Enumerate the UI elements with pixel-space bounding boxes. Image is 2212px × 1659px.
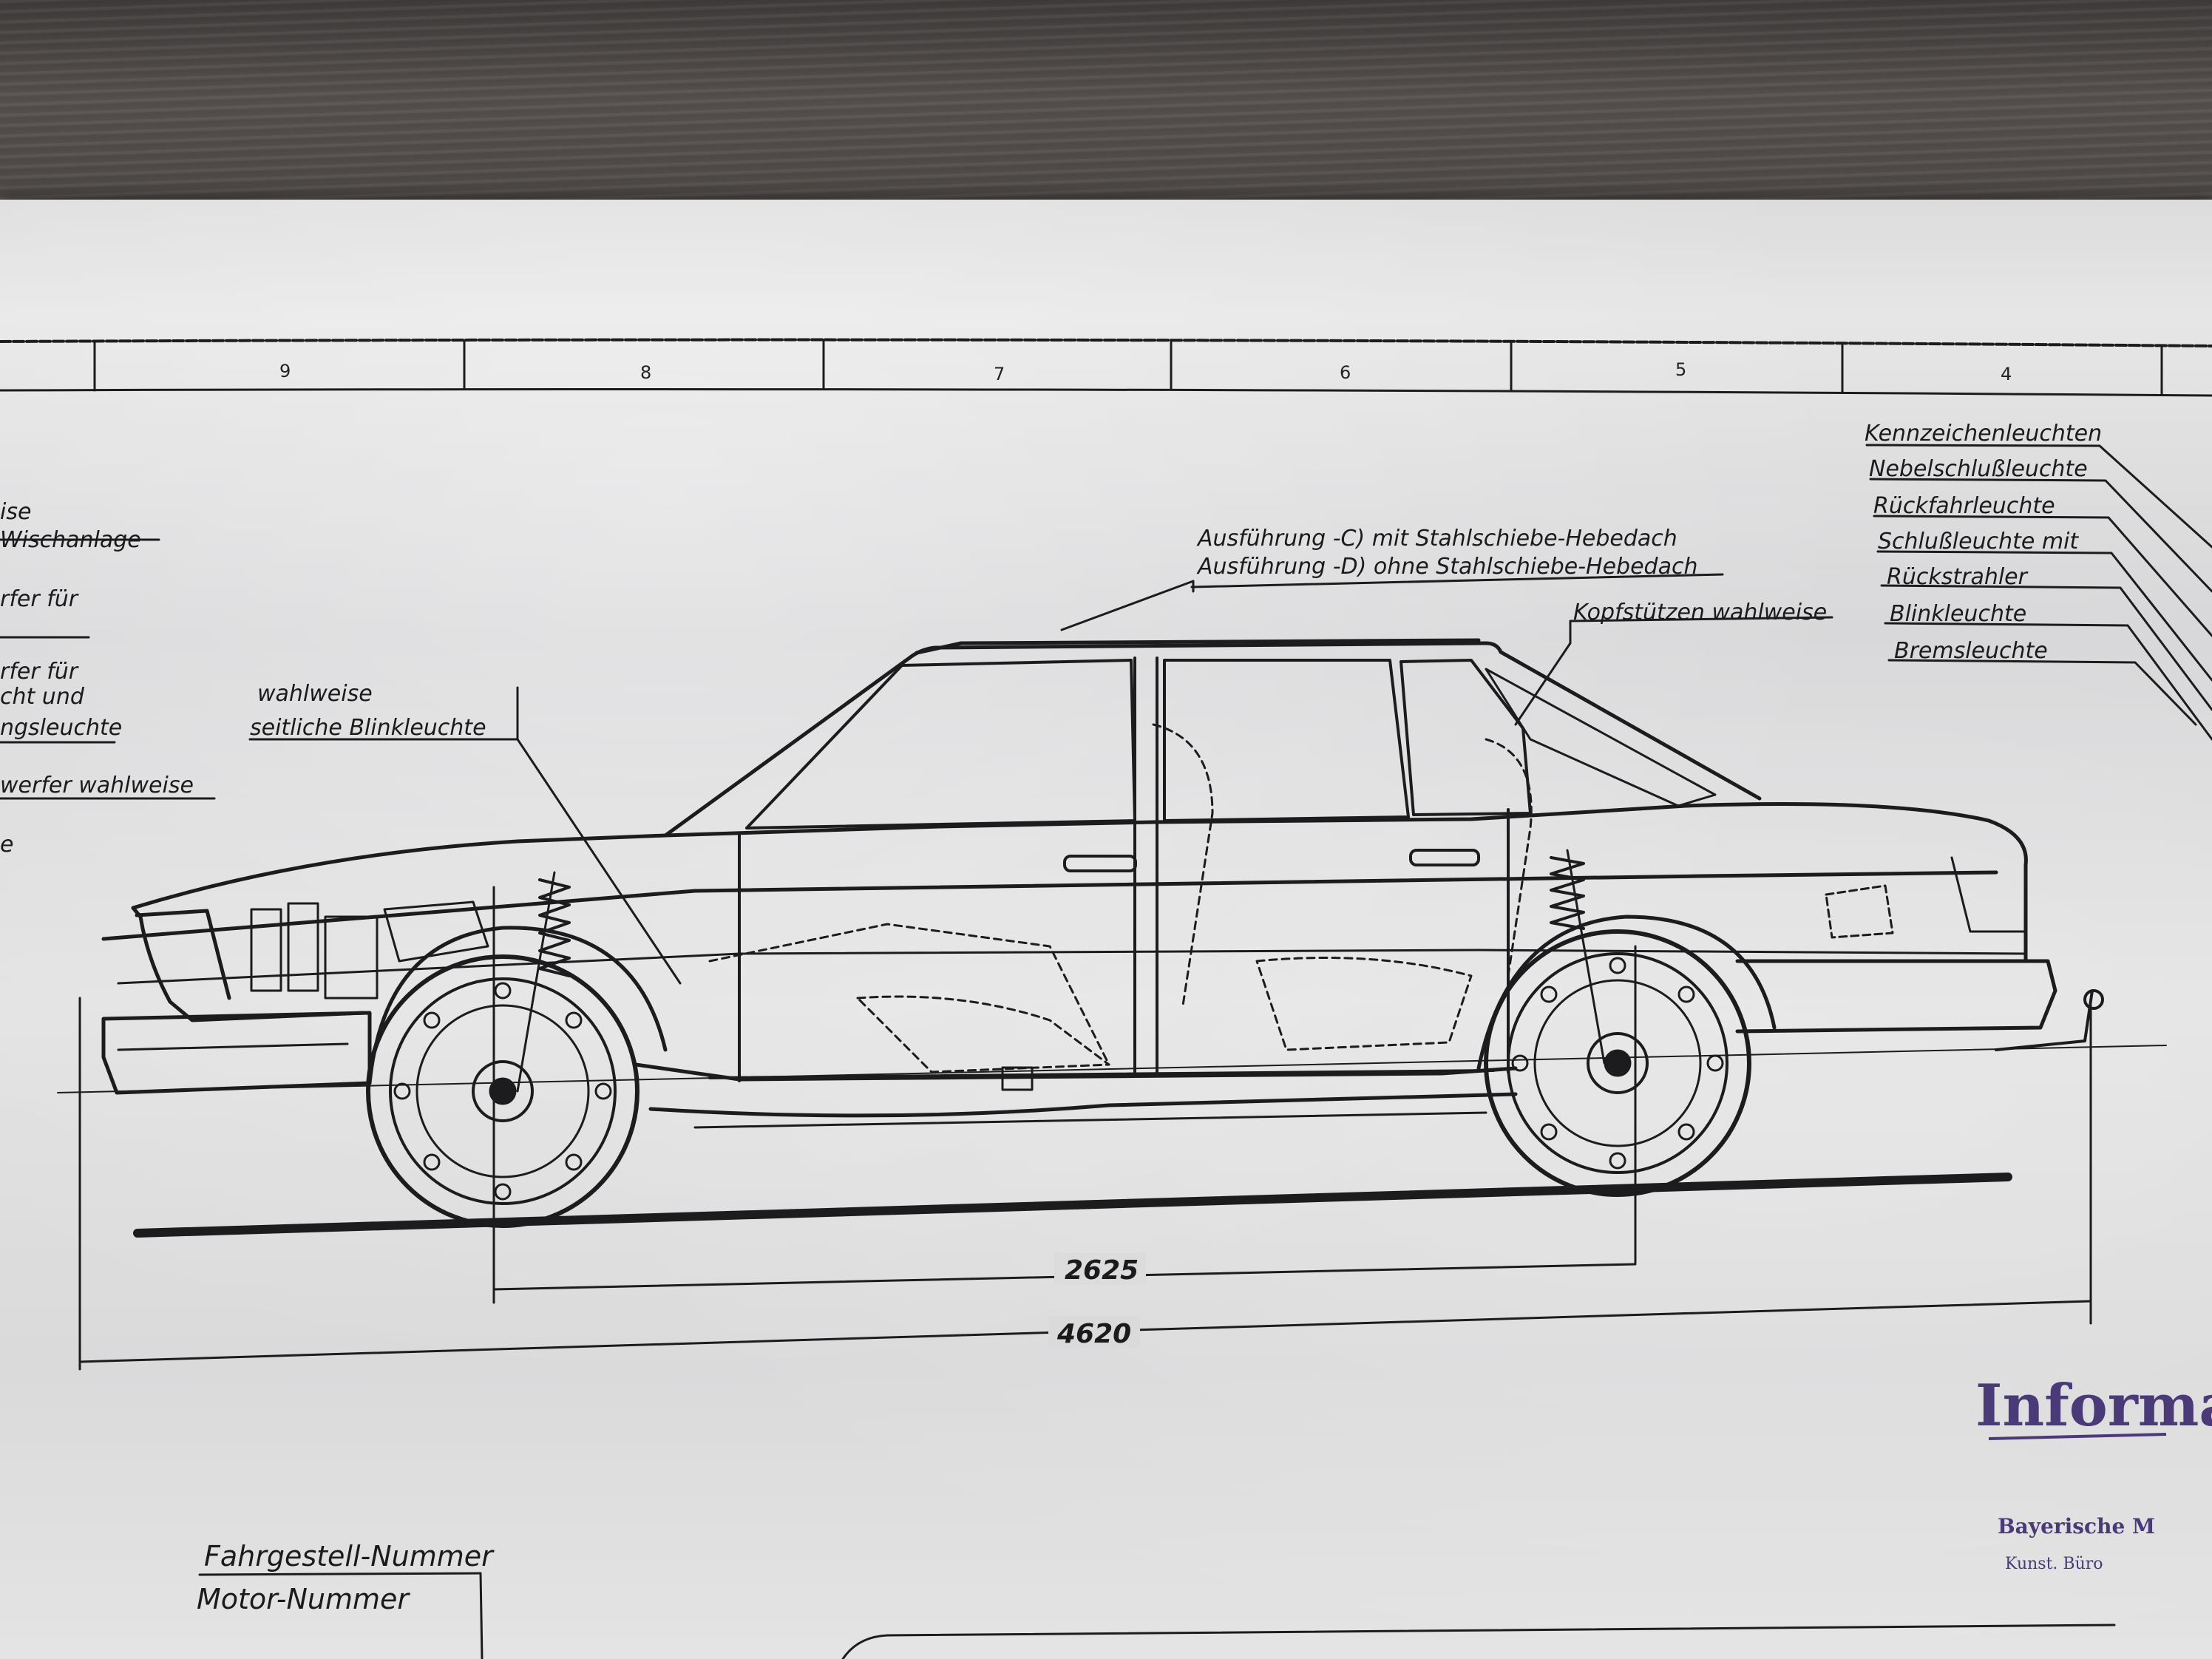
header-column-numbers: 9 8 7 6 5 4 — [279, 359, 2012, 384]
left-notes: ise Wischanlage rfer für rfer für cht un… — [0, 499, 194, 858]
svg-text:5: 5 — [1675, 359, 1686, 380]
engine — [250, 900, 489, 1000]
svg-text:8: 8 — [640, 362, 651, 383]
svg-text:4620: 4620 — [1056, 1319, 1131, 1349]
svg-text:ngsleuchte: ngsleuchte — [0, 715, 122, 741]
leader-lines — [0, 444, 2212, 985]
driveshaft — [708, 1069, 1495, 1079]
dimension-values: 2625 4620 — [1048, 1252, 1146, 1349]
rear-spring — [1550, 849, 1606, 1065]
svg-text:Rückstrahler: Rückstrahler — [1887, 564, 2029, 590]
front-wheel — [366, 954, 639, 1228]
svg-text:Nebelschlußleuchte: Nebelschlußleuchte — [1869, 456, 2088, 482]
svg-text:Bremsleuchte: Bremsleuchte — [1894, 638, 2048, 664]
svg-text:Kopfstützen wahlweise: Kopfstützen wahlweise — [1573, 600, 1827, 625]
svg-text:7: 7 — [994, 364, 1005, 384]
bottom-form-labels: Fahrgestell-Nummer Motor-Nummer — [197, 1540, 495, 1615]
blueprint-paper — [0, 200, 2212, 1659]
paper-sheen — [0, 200, 2212, 1659]
svg-text:e: e — [0, 832, 13, 858]
rear-wheel — [1484, 929, 1751, 1197]
front-spring — [516, 871, 571, 1093]
rear-lights-list: Kennzeichenleuchten Nebelschlußleuchte R… — [1865, 421, 2102, 664]
svg-text:werfer wahlweise: werfer wahlweise — [0, 773, 194, 798]
approval-stamp: Informat Bayerische M Kunst. Büro — [1975, 1372, 2212, 1573]
svg-text:wahlweise: wahlweise — [257, 681, 373, 707]
callout-labels: Ausführung -C) mit Stahlschiebe-Hebedach… — [250, 526, 1827, 741]
svg-text:Ausführung -D) ohne Stahlschie: Ausführung -D) ohne Stahlschiebe-Hebedac… — [1196, 554, 1697, 580]
car-body-outline — [101, 638, 2104, 1129]
svg-text:4: 4 — [2001, 364, 2012, 384]
svg-text:Informat: Informat — [1975, 1372, 2212, 1439]
bottom-form — [198, 1572, 2116, 1659]
svg-text:Schlußleuchte mit: Schlußleuchte mit — [1878, 529, 2079, 554]
svg-text:rfer für: rfer für — [0, 659, 79, 685]
svg-text:2625: 2625 — [1065, 1255, 1139, 1286]
interior-seats — [708, 723, 1533, 1073]
svg-text:cht und: cht und — [0, 684, 85, 710]
svg-text:seitliche Blinkleuchte: seitliche Blinkleuchte — [250, 715, 486, 741]
svg-text:Motor-Nummer: Motor-Nummer — [197, 1583, 410, 1615]
svg-text:Fahrgestell-Nummer: Fahrgestell-Nummer — [204, 1540, 495, 1573]
svg-text:rfer für: rfer für — [0, 586, 79, 612]
svg-text:9: 9 — [279, 361, 291, 381]
svg-text:Ausführung -C) mit Stahlschieb: Ausführung -C) mit Stahlschiebe-Hebedach — [1196, 526, 1677, 552]
ground-line — [133, 1173, 2012, 1238]
svg-text:ise: ise — [0, 499, 31, 525]
svg-text:Rückfahrleuchte: Rückfahrleuchte — [1873, 493, 2055, 519]
title-frame — [0, 338, 2212, 397]
svg-text:Kennzeichenleuchten: Kennzeichenleuchten — [1865, 421, 2102, 447]
svg-text:Bayerische M: Bayerische M — [1998, 1514, 2155, 1538]
svg-text:Wischanlage: Wischanlage — [0, 527, 141, 553]
svg-text:6: 6 — [1340, 362, 1351, 383]
svg-text:Blinkleuchte: Blinkleuchte — [1890, 601, 2026, 627]
svg-text:Kunst. Büro: Kunst. Büro — [2005, 1555, 2103, 1573]
